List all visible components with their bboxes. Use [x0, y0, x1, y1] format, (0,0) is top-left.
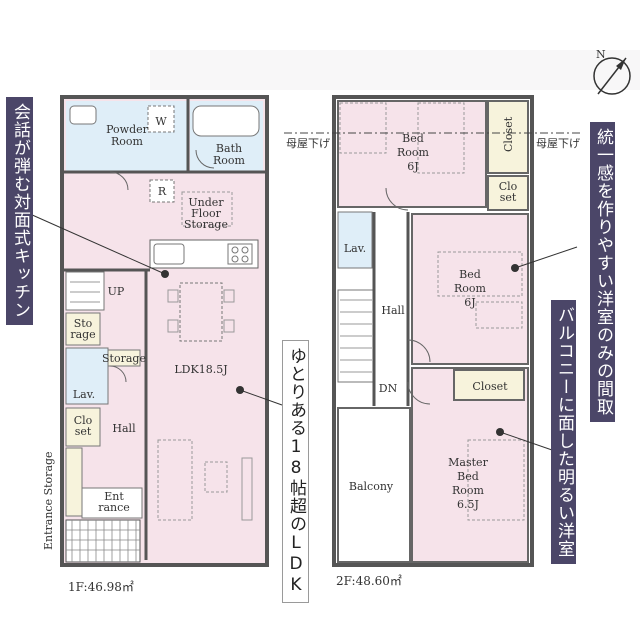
label-closet-2f-c: Closet — [472, 380, 508, 393]
compass-icon — [593, 57, 631, 95]
bed-room-2 — [411, 213, 529, 365]
label-hall-2f: Hall — [381, 304, 405, 317]
balcony — [337, 407, 411, 563]
label-refrigerator: R — [158, 185, 167, 198]
label-closet-2f-a: Closet — [502, 116, 515, 152]
callout-rooms: 統一感を作りやすい洋室のみの間取 — [590, 122, 615, 422]
floor-2-plan — [284, 95, 582, 567]
lav-2f — [337, 211, 373, 269]
label-roof-line-left: 母屋下げ — [286, 137, 330, 150]
storage-1f — [65, 312, 101, 346]
callout-ldk: ゆとりある18帖超のLDK — [282, 340, 309, 603]
label-dn: DN — [379, 382, 398, 395]
callout-kitchen: 会話が弾む対面式キッチン — [6, 97, 33, 325]
label-entrance-storage: Entrance Storage — [42, 451, 55, 550]
bed-room-1 — [337, 100, 487, 208]
floor-1-plan — [60, 95, 269, 567]
label-balcony: Balcony — [349, 480, 394, 493]
floor-2-area: 2F:48.60㎡ — [336, 574, 402, 588]
compass-label: N — [596, 48, 606, 61]
label-roof-line-right: 母屋下げ — [536, 137, 580, 150]
callout-balcony-room: バルコニーに面した明るい洋室 — [551, 300, 576, 564]
label-hall-1f: Hall — [112, 422, 136, 435]
label-washer: W — [155, 115, 167, 128]
label-lav-1f: Lav. — [73, 388, 95, 401]
label-storage-b: Storage — [102, 352, 146, 365]
label-lav-2f: Lav. — [344, 242, 366, 255]
label-up: UP — [108, 285, 125, 298]
label-ldk: LDK18.5J — [174, 363, 227, 376]
lav-1f — [65, 347, 109, 405]
floor-1-area: 1F:46.98㎡ — [68, 580, 134, 594]
